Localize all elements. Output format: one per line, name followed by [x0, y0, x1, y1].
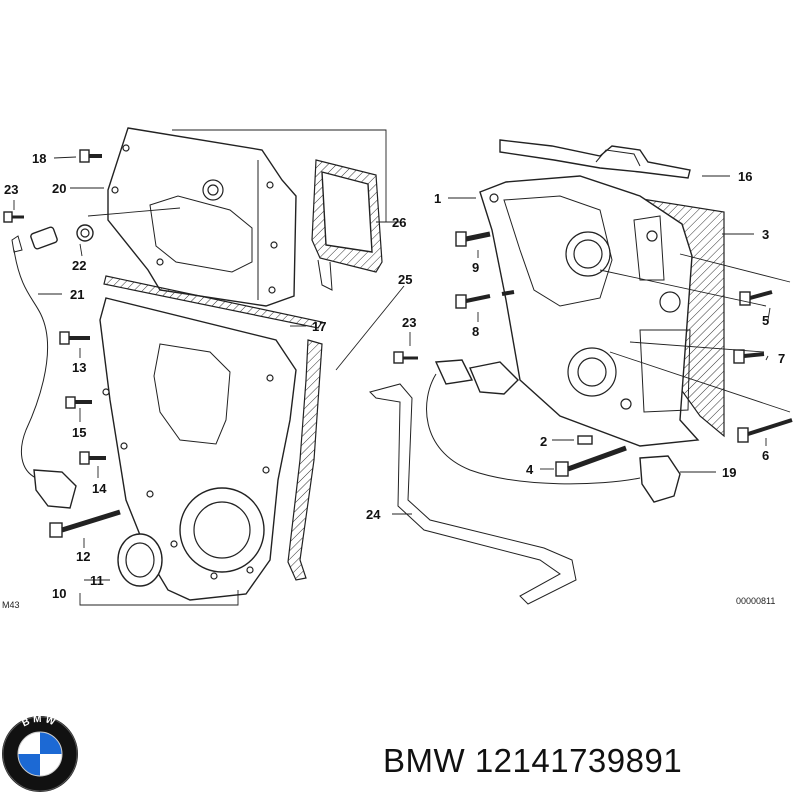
callout-26: 26	[392, 215, 406, 230]
stud-8	[455, 290, 515, 309]
drawing-number: 00000811	[736, 596, 775, 606]
bolt-5	[739, 290, 773, 306]
callout-16: 16	[738, 169, 752, 184]
callout-labels: 18 20 23 22 21 26 17 25 13 15 14 12 11 1…	[2, 151, 785, 610]
logo-letters: BMW	[20, 714, 56, 730]
svg-text:BMW: BMW	[20, 714, 59, 730]
callout-11: 11	[90, 573, 104, 588]
callout-15: 15	[72, 425, 86, 440]
bolt-23b	[393, 351, 418, 364]
bolt-23	[3, 211, 24, 223]
callout-8: 8	[472, 324, 479, 339]
crank-sensor-lower	[426, 359, 681, 503]
bmw-logo: BMW	[2, 714, 78, 792]
engine-block-housing	[469, 175, 700, 447]
callout-9: 9	[472, 260, 479, 275]
callout-4: 4	[526, 462, 534, 477]
gasket-strip-16	[499, 139, 691, 179]
callout-6: 6	[762, 448, 769, 463]
bolt-4	[555, 445, 627, 477]
section-code: M43	[2, 600, 20, 610]
callout-19: 18	[32, 151, 46, 166]
callout-20: 19	[722, 465, 736, 480]
callout-23b: 23	[402, 315, 416, 330]
upper-timing-cover	[107, 127, 297, 307]
callout-13: 13	[72, 360, 86, 375]
lower-timing-cover	[99, 275, 323, 601]
bolt-19	[79, 149, 102, 163]
callout-21: 21	[70, 287, 84, 302]
callout-12: 12	[76, 549, 90, 564]
callout-25: 25	[398, 272, 412, 287]
callout-3: 3	[762, 227, 769, 242]
callout-2: 2	[540, 434, 547, 449]
front-seal	[117, 533, 163, 587]
brand-part-number: BMW 12141739891	[383, 742, 683, 779]
callout-7: 7	[778, 351, 785, 366]
lower-cover-gasket	[287, 339, 323, 581]
bolt-14	[79, 451, 106, 465]
upper-cover-gasket	[311, 159, 383, 291]
callout-23a: 23	[4, 182, 18, 197]
bolt-6	[737, 418, 793, 443]
callout-5: 5	[762, 313, 769, 328]
callout-10: 10	[52, 586, 66, 601]
crank-sensor-upper	[11, 224, 94, 509]
callout-1: 1	[434, 191, 441, 206]
leader-lines	[13, 156, 791, 581]
callout-24: 24	[366, 507, 381, 522]
bolt-9	[455, 231, 491, 247]
bolt-13	[59, 331, 90, 345]
bolt-15	[65, 396, 92, 409]
callout-22: 22	[72, 258, 86, 273]
dowel-2	[577, 435, 593, 445]
bolt-12	[49, 509, 121, 538]
callout-18: 20	[52, 181, 66, 196]
callout-14: 14	[92, 481, 107, 496]
callout-17: 17	[312, 319, 326, 334]
dipstick-guide	[369, 383, 577, 605]
